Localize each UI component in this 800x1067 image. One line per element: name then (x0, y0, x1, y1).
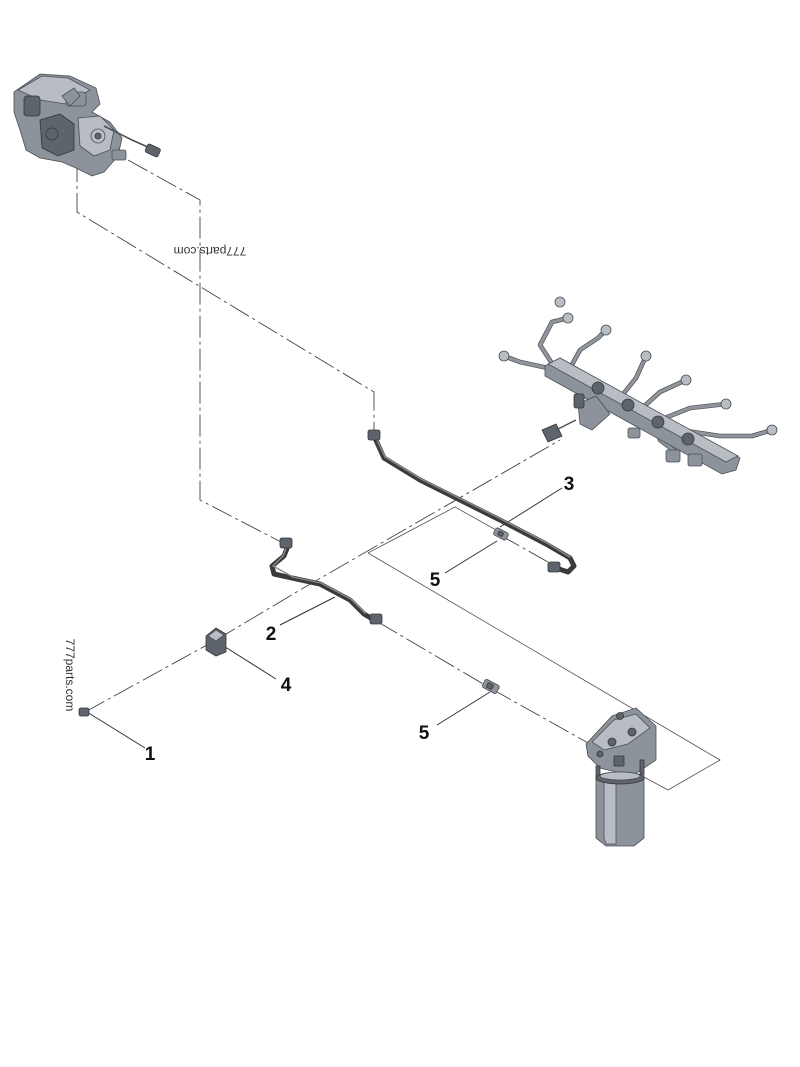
leader-5a (444, 540, 498, 574)
fuel-filter-illustration (585, 707, 657, 847)
callout-3: 3 (564, 474, 575, 495)
leader-3 (499, 487, 563, 528)
leader-4 (221, 644, 277, 680)
frame-line-top (367, 506, 506, 554)
callout-4: 4 (281, 675, 292, 696)
connector-5-lower-illustration (481, 679, 500, 694)
fuel-pipe-3-illustration (367, 429, 577, 575)
fuel-pipe-2-illustration (269, 537, 383, 625)
fuel-pump-illustration (13, 73, 161, 177)
assembly-line-bracket-to-rail (215, 439, 561, 641)
leader-2 (279, 596, 336, 626)
assembly-line-pump-to-pipe2 (127, 159, 284, 544)
bolt-1-illustration (78, 707, 90, 717)
callout-5-lower: 5 (419, 723, 430, 744)
connector-5-upper-illustration (493, 527, 509, 541)
assembly-line-bolt-to-bracket (84, 639, 217, 713)
watermark-left: 777parts.com (63, 639, 77, 712)
leader-lines (86, 487, 563, 749)
assembly-line-pipe2-to-filter (377, 621, 591, 745)
leader-1 (86, 711, 146, 749)
assembly-line-connector-top (499, 534, 549, 563)
bracket-4-illustration (205, 627, 227, 657)
watermark-top: 777parts.com (174, 244, 247, 258)
common-rail-illustration (498, 296, 778, 475)
callout-5-upper: 5 (430, 570, 441, 591)
frame-line-filter (367, 552, 721, 791)
assembly-line-pump-to-pipe3 (76, 160, 375, 432)
assembly-lines (76, 159, 721, 791)
callout-2: 2 (266, 624, 277, 645)
callout-1: 1 (145, 744, 156, 765)
leader-5b (436, 691, 491, 726)
